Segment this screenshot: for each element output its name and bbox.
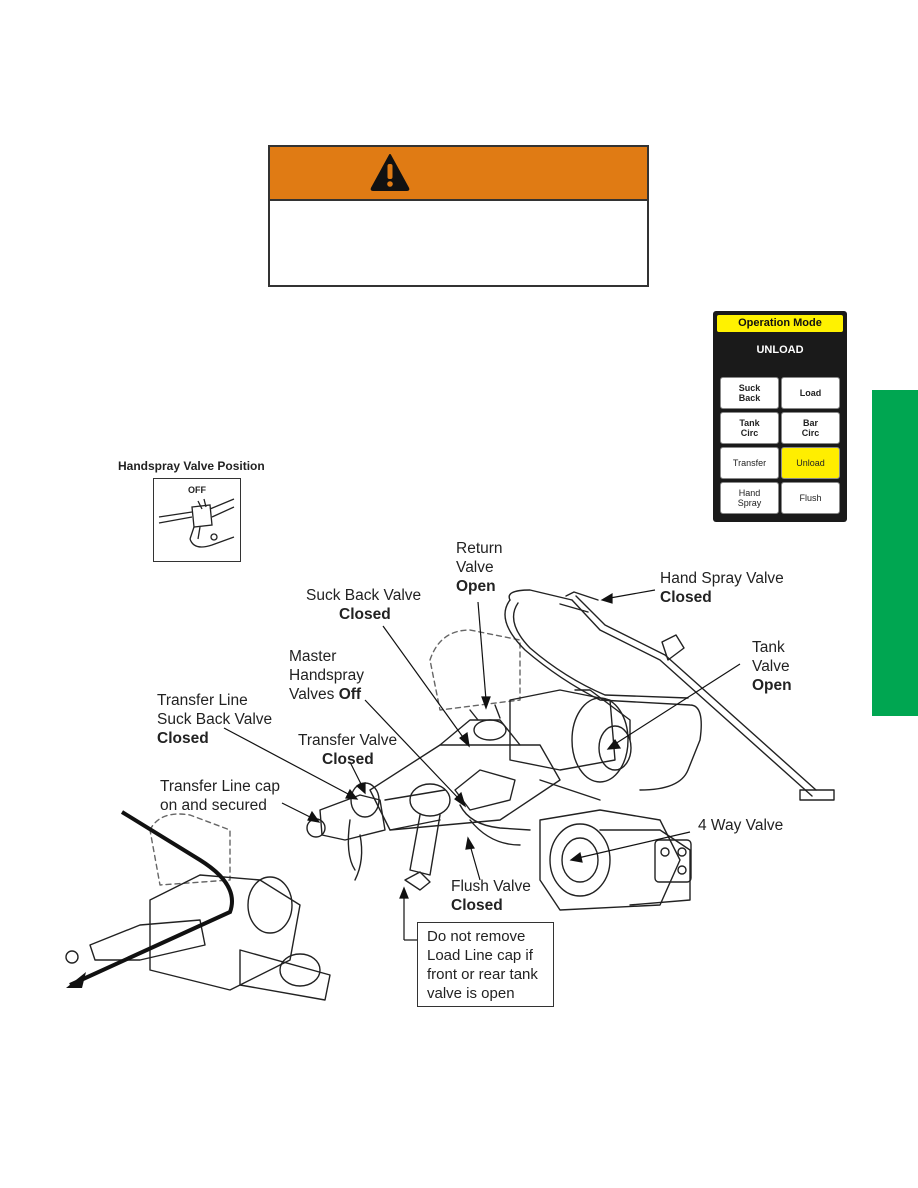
warning-box	[268, 145, 649, 287]
load-line-cap-note: Do not remove Load Line cap if front or …	[417, 922, 554, 1007]
section-tab	[872, 390, 918, 716]
handspray-valve-icon	[158, 498, 235, 548]
warning-header-bar	[270, 147, 647, 201]
four-way-valve-label: 4 Way Valve	[698, 817, 784, 834]
operation-mode-value: UNLOAD	[756, 344, 804, 356]
operation-mode-title: Operation Mode	[717, 315, 843, 332]
handspray-position-off-label: OFF	[188, 485, 206, 495]
handspray-position-figure: OFF	[153, 478, 241, 562]
mode-button-load[interactable]: Load	[781, 377, 840, 409]
mode-button-unload[interactable]: Unload	[781, 447, 840, 479]
warning-triangle-icon	[370, 154, 410, 191]
mode-button-transfer[interactable]: Transfer	[720, 447, 779, 479]
handspray-position-title: Handspray Valve Position	[118, 459, 265, 473]
mode-button-flush[interactable]: Flush	[781, 482, 840, 514]
